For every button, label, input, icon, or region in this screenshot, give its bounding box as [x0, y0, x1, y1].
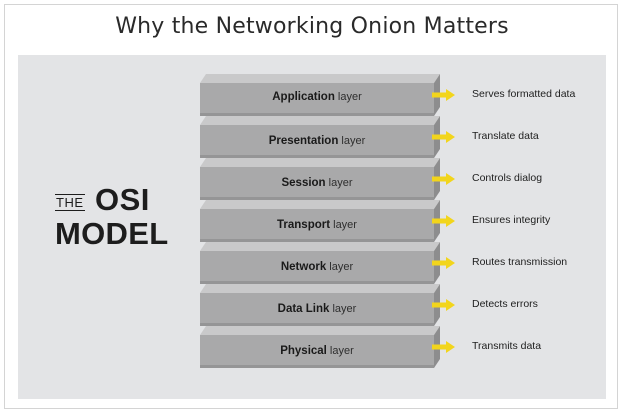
layer-label-application: Application layer — [200, 91, 434, 103]
logo-model: MODEL — [55, 216, 169, 251]
layer-label-network: Network layer — [200, 261, 434, 273]
layer-block-network — [200, 242, 440, 284]
layer-description-presentation: Translate data — [472, 130, 539, 142]
layer-name: Data Link — [277, 303, 330, 315]
layer-description-physical: Transmits data — [472, 340, 542, 352]
layer-block-data-link — [200, 284, 440, 326]
layer-block-session — [200, 158, 440, 200]
layer-suffix: layer — [330, 219, 357, 231]
arrow-right-icon — [432, 89, 455, 101]
arrow-right-icon — [432, 299, 455, 311]
layer-name: Presentation — [268, 135, 339, 147]
layer-block-physical — [200, 326, 440, 368]
layer-name: Network — [280, 261, 327, 273]
layer-suffix: layer — [326, 261, 354, 273]
layer-description-network: Routes transmission — [472, 256, 568, 268]
layer-label-presentation: Presentation layer — [200, 135, 434, 147]
layer-name: Application — [272, 91, 335, 103]
layer-description-transport: Ensures integrity — [472, 214, 551, 226]
arrow-right-icon — [432, 215, 455, 227]
layer-name: Session — [281, 177, 326, 189]
arrow-right-icon — [432, 257, 455, 269]
layer-label-data-link: Data Link layer — [200, 303, 434, 315]
layer-suffix: layer — [334, 91, 362, 103]
layer-suffix: layer — [325, 177, 353, 189]
page-title: Why the Networking Onion Matters — [115, 14, 509, 39]
logo-the: THE — [55, 194, 85, 211]
layer-suffix: layer — [326, 345, 354, 357]
layer-label-transport: Transport layer — [200, 219, 434, 231]
layer-description-application: Serves formatted data — [472, 88, 576, 100]
layer-block-presentation — [200, 116, 440, 158]
layer-name: Physical — [280, 345, 327, 357]
layer-suffix: layer — [329, 303, 357, 315]
layer-description-session: Controls dialog — [472, 172, 543, 184]
logo-osi: OSI — [95, 182, 150, 217]
layer-block-application — [200, 74, 440, 116]
arrow-right-icon — [432, 131, 455, 143]
layer-name: Transport — [277, 219, 331, 231]
layer-description-data-link: Detects errors — [472, 298, 538, 310]
layer-label-physical: Physical layer — [200, 345, 434, 357]
arrow-right-icon — [432, 173, 455, 185]
arrow-right-icon — [432, 341, 455, 353]
layer-label-session: Session layer — [200, 177, 434, 189]
layer-block-transport — [200, 200, 440, 242]
layer-suffix: layer — [338, 135, 366, 147]
